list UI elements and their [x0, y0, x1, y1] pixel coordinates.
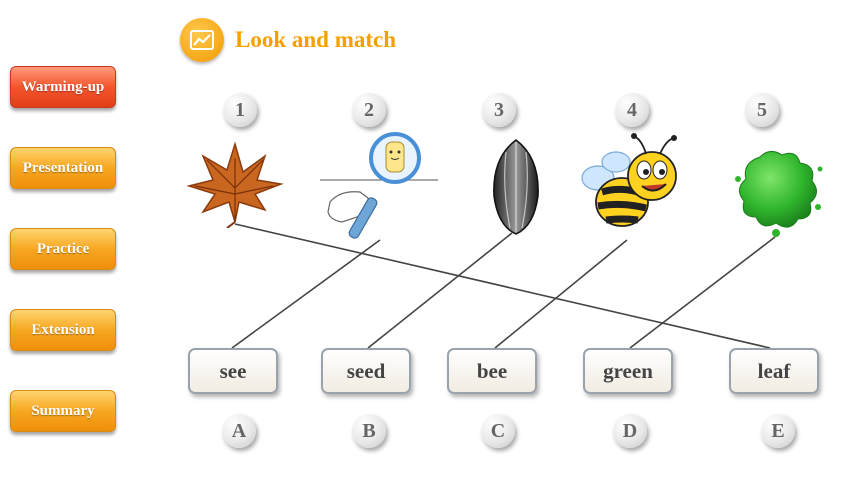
- nav-button-presentation[interactable]: Presentation: [10, 147, 116, 189]
- nav-button-practice[interactable]: Practice: [10, 228, 116, 270]
- number-2: 2: [352, 93, 386, 127]
- match-line-3-b: [367, 232, 513, 349]
- nav-button-warming-up[interactable]: Warming-up: [10, 66, 116, 108]
- seed-picture: [493, 139, 539, 235]
- letter-e: E: [761, 414, 795, 448]
- nav-button-summary[interactable]: Summary: [10, 390, 116, 432]
- number-4: 4: [615, 93, 649, 127]
- word-box-green[interactable]: green: [583, 348, 673, 394]
- leaf-picture: [186, 141, 284, 228]
- green-splash-picture: [735, 151, 823, 237]
- word-box-bee[interactable]: bee: [447, 348, 537, 394]
- match-line-2-a: [231, 239, 381, 349]
- number-3: 3: [482, 93, 516, 127]
- magnifier-picture: [320, 132, 438, 239]
- word-box-see[interactable]: see: [188, 348, 278, 394]
- letter-b: B: [352, 414, 386, 448]
- letter-d: D: [613, 414, 647, 448]
- letter-c: C: [481, 414, 515, 448]
- page-title: Look and match: [235, 27, 397, 52]
- word-box-seed[interactable]: seed: [321, 348, 411, 394]
- chart-icon: [180, 18, 224, 62]
- number-1: 1: [223, 93, 257, 127]
- match-line-4-c: [494, 239, 628, 349]
- match-line-5-d: [629, 236, 776, 349]
- number-5: 5: [745, 93, 779, 127]
- bee-picture: [581, 133, 677, 227]
- word-box-leaf[interactable]: leaf: [729, 348, 819, 394]
- nav-button-extension[interactable]: Extension: [10, 309, 116, 351]
- match-line-1-e: [234, 223, 771, 349]
- letter-a: A: [222, 414, 256, 448]
